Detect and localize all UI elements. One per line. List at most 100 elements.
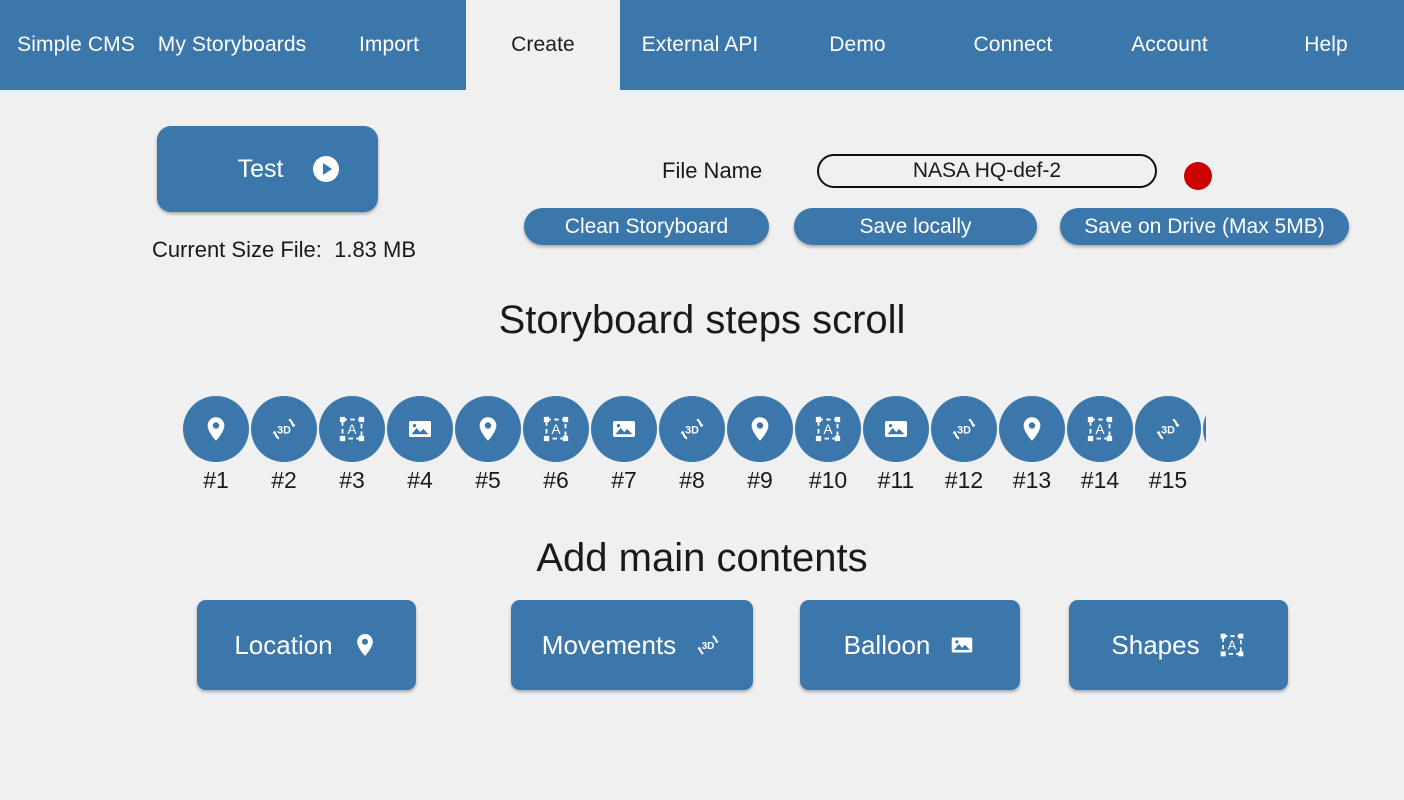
storyboard-step-circle[interactable] bbox=[1203, 396, 1206, 462]
nav-tab-help[interactable]: Help bbox=[1248, 0, 1404, 90]
svg-text:3D: 3D bbox=[957, 424, 971, 436]
nav-tab-label: Import bbox=[358, 33, 420, 56]
svg-text:A: A bbox=[823, 422, 833, 437]
nav-tab-label: Create bbox=[511, 33, 575, 56]
nav-tab-connect[interactable]: Connect bbox=[935, 0, 1091, 90]
nav-tab-label: Account bbox=[1131, 33, 1208, 56]
storyboard-step-circle[interactable]: 3D bbox=[659, 396, 725, 462]
storyboard-step-label: #4 bbox=[407, 467, 433, 493]
balloon-image-icon bbox=[881, 414, 911, 444]
nav-tab-label: Connect bbox=[973, 33, 1053, 56]
nav-tab-label: External API bbox=[641, 33, 759, 56]
main-navigation: Simple CMS My Storyboards Import Create Exte… bbox=[0, 0, 1404, 90]
file-name-label: File Name bbox=[662, 158, 763, 183]
storyboard-step-label: #6 bbox=[543, 467, 569, 493]
storyboard-step-circle[interactable]: 3D bbox=[1135, 396, 1201, 462]
add-location-button[interactable]: Location bbox=[197, 600, 416, 690]
storyboard-step-item[interactable]: #11 bbox=[862, 396, 930, 494]
shapes-icon: A bbox=[1085, 414, 1115, 444]
svg-text:3D: 3D bbox=[685, 424, 699, 436]
location-pin-icon bbox=[351, 631, 379, 659]
storyboard-step-item[interactable]: #16 bbox=[1202, 396, 1206, 494]
storyboard-step-circle[interactable]: A bbox=[319, 396, 385, 462]
shapes-icon: A bbox=[337, 414, 367, 444]
main-content-button-label: Balloon bbox=[843, 629, 931, 660]
storyboard-step-item[interactable]: #1 bbox=[182, 396, 250, 494]
nav-tab-my-storyboards[interactable]: My Storyboards bbox=[152, 0, 312, 90]
save-locally-label: Save locally bbox=[859, 214, 972, 238]
storyboard-step-circle[interactable]: A bbox=[523, 396, 589, 462]
add-balloon-button[interactable]: Balloon bbox=[800, 600, 1020, 690]
nav-tab-simple-cms[interactable]: Simple CMS bbox=[0, 0, 152, 90]
storyboard-step-item[interactable]: 3D #12 bbox=[930, 396, 998, 494]
storyboard-step-circle[interactable] bbox=[387, 396, 453, 462]
storyboard-step-circle[interactable]: A bbox=[1067, 396, 1133, 462]
storyboard-step-item[interactable]: #13 bbox=[998, 396, 1066, 494]
main-content-button-label: Shapes bbox=[1111, 629, 1200, 660]
storyboard-step-item[interactable]: A #10 bbox=[794, 396, 862, 494]
storyboard-step-label: #14 bbox=[1080, 467, 1120, 493]
storyboard-step-circle[interactable] bbox=[727, 396, 793, 462]
svg-text:A: A bbox=[551, 422, 561, 437]
shapes-icon: A bbox=[541, 414, 571, 444]
save-on-drive-label: Save on Drive (Max 5MB) bbox=[1084, 214, 1325, 238]
storyboard-steps-scroll[interactable]: #1 3D #2 A #3 #4 #5 A #6 #7 3D #8 #9 A #10 #11 3D #12 #13 A… bbox=[182, 396, 1206, 498]
save-locally-button[interactable]: Save locally bbox=[794, 208, 1037, 245]
storyboard-step-circle[interactable] bbox=[999, 396, 1065, 462]
storyboard-step-item[interactable]: A #6 bbox=[522, 396, 590, 494]
storyboard-step-label: #15 bbox=[1148, 467, 1188, 493]
storyboard-step-circle[interactable]: 3D bbox=[251, 396, 317, 462]
storyboard-step-label: #13 bbox=[1012, 467, 1052, 493]
storyboard-step-circle[interactable] bbox=[863, 396, 929, 462]
nav-tab-label: My Storyboards bbox=[157, 33, 307, 56]
save-on-drive-button[interactable]: Save on Drive (Max 5MB) bbox=[1060, 208, 1349, 245]
nav-tab-demo[interactable]: Demo bbox=[780, 0, 935, 90]
storyboard-step-circle[interactable]: A bbox=[795, 396, 861, 462]
storyboard-step-label: #8 bbox=[679, 467, 705, 493]
storyboard-step-circle[interactable] bbox=[183, 396, 249, 462]
clean-storyboard-button[interactable]: Clean Storyboard bbox=[524, 208, 769, 245]
nav-tab-import[interactable]: Import bbox=[312, 0, 466, 90]
current-file-size-label: Current Size File: 1.83 MB bbox=[151, 237, 417, 262]
nav-tab-external-api[interactable]: External API bbox=[620, 0, 780, 90]
file-name-input[interactable] bbox=[817, 154, 1157, 188]
storyboard-step-item[interactable]: 3D #2 bbox=[250, 396, 318, 494]
movement-3d-icon: 3D bbox=[677, 414, 707, 444]
nav-tab-create[interactable]: Create bbox=[466, 0, 620, 90]
movement-3d-icon: 3D bbox=[269, 414, 299, 444]
storyboard-step-item[interactable]: #4 bbox=[386, 396, 454, 494]
play-circle-icon bbox=[313, 156, 340, 182]
storyboard-step-item[interactable]: A #14 bbox=[1066, 396, 1134, 494]
nav-tab-account[interactable]: Account bbox=[1091, 0, 1248, 90]
location-pin-icon bbox=[745, 414, 775, 444]
storyboard-step-label: #3 bbox=[339, 467, 365, 493]
svg-text:3D: 3D bbox=[1161, 424, 1175, 436]
main-content-button-label: Location bbox=[234, 629, 333, 660]
nav-tab-label: Demo bbox=[829, 33, 886, 56]
nav-tab-label: Simple CMS bbox=[17, 33, 135, 56]
record-dot-indicator[interactable] bbox=[1184, 162, 1212, 190]
storyboard-step-label: #12 bbox=[944, 467, 984, 493]
storyboard-step-item[interactable]: 3D #8 bbox=[658, 396, 726, 494]
storyboard-step-circle[interactable] bbox=[591, 396, 657, 462]
movement-3d-icon: 3D bbox=[949, 414, 979, 444]
storyboard-step-item[interactable]: #9 bbox=[726, 396, 794, 494]
storyboard-step-circle[interactable]: 3D bbox=[931, 396, 997, 462]
storyboard-step-item[interactable]: A #3 bbox=[318, 396, 386, 494]
storyboard-step-item[interactable]: 3D #15 bbox=[1134, 396, 1202, 494]
svg-text:A: A bbox=[347, 422, 357, 437]
storyboard-step-label: #11 bbox=[877, 467, 915, 493]
svg-text:3D: 3D bbox=[277, 424, 291, 436]
add-main-contents-title: Add main contents bbox=[536, 536, 868, 580]
svg-text:A: A bbox=[1095, 422, 1105, 437]
storyboard-step-item[interactable]: #5 bbox=[454, 396, 522, 494]
location-pin-icon bbox=[201, 414, 231, 444]
storyboard-step-label: #5 bbox=[475, 467, 501, 493]
storyboard-step-label: #2 bbox=[271, 467, 297, 493]
test-button[interactable]: Test bbox=[157, 126, 378, 212]
storyboard-step-circle[interactable] bbox=[455, 396, 521, 462]
storyboard-step-label: #10 bbox=[808, 467, 848, 493]
storyboard-step-item[interactable]: #7 bbox=[590, 396, 658, 494]
